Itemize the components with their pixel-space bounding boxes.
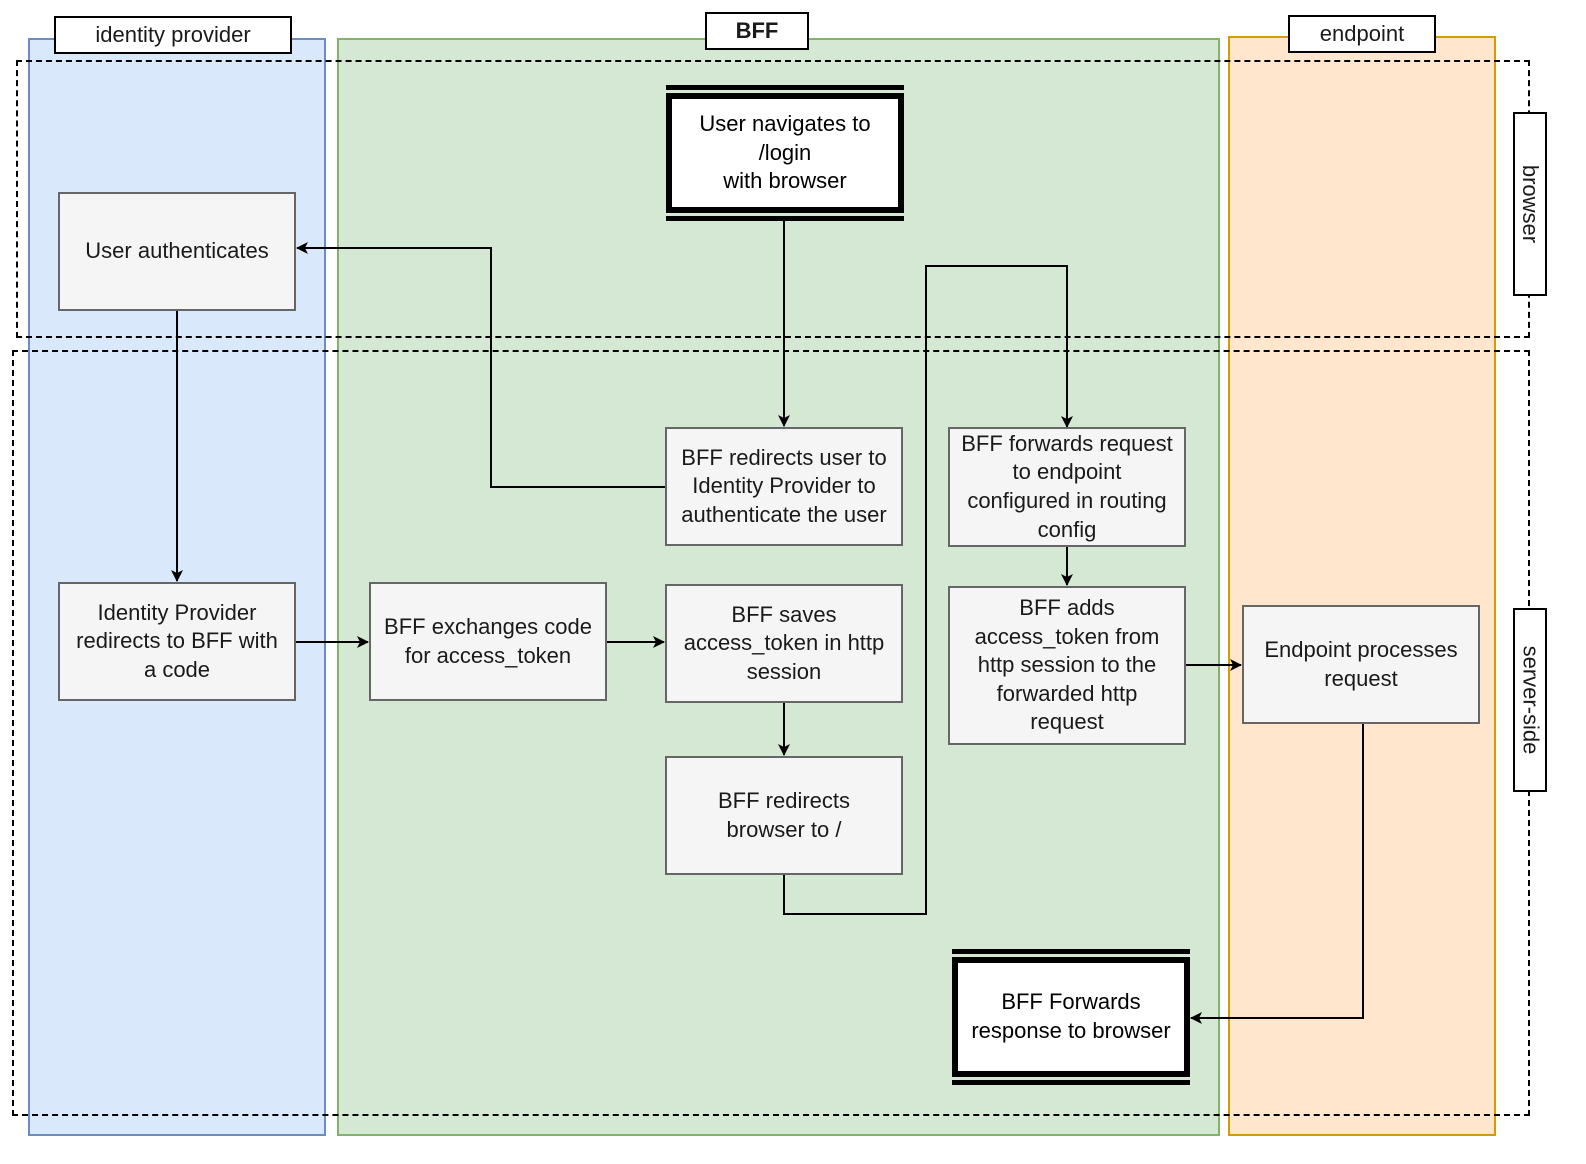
node-bff-adds: BFF adds access_token from http session … xyxy=(948,586,1186,745)
zone-label-server-side-text: server-side xyxy=(1518,645,1543,755)
node-bff-forwards-response: BFF Forwards response to browser xyxy=(952,949,1190,1085)
node-user-authenticates: User authenticates xyxy=(58,192,296,311)
node-bff-redirects-user: BFF redirects user to Identity Provider … xyxy=(665,427,903,546)
node-endpoint-processes: Endpoint processes request xyxy=(1242,605,1480,724)
node-bff-saves: BFF saves access_token in http session xyxy=(665,584,903,703)
node-bff-redirects-browser: BFF redirects browser to / xyxy=(665,756,903,875)
lane-label-identity-provider: identity provider xyxy=(54,16,292,54)
node-user-navigates: User navigates to /login with browser xyxy=(666,85,904,221)
zone-label-browser: browser xyxy=(1513,112,1547,296)
node-bff-exchanges: BFF exchanges code for access_token xyxy=(369,582,607,701)
node-idp-redirects: Identity Provider redirects to BFF with … xyxy=(58,582,296,701)
lane-label-bff: BFF xyxy=(705,12,809,50)
node-bff-forwards-request: BFF forwards request to endpoint configu… xyxy=(948,427,1186,547)
zone-label-server-side: server-side xyxy=(1513,608,1547,792)
zone-label-browser-text: browser xyxy=(1518,164,1543,244)
lane-label-endpoint: endpoint xyxy=(1288,15,1436,53)
